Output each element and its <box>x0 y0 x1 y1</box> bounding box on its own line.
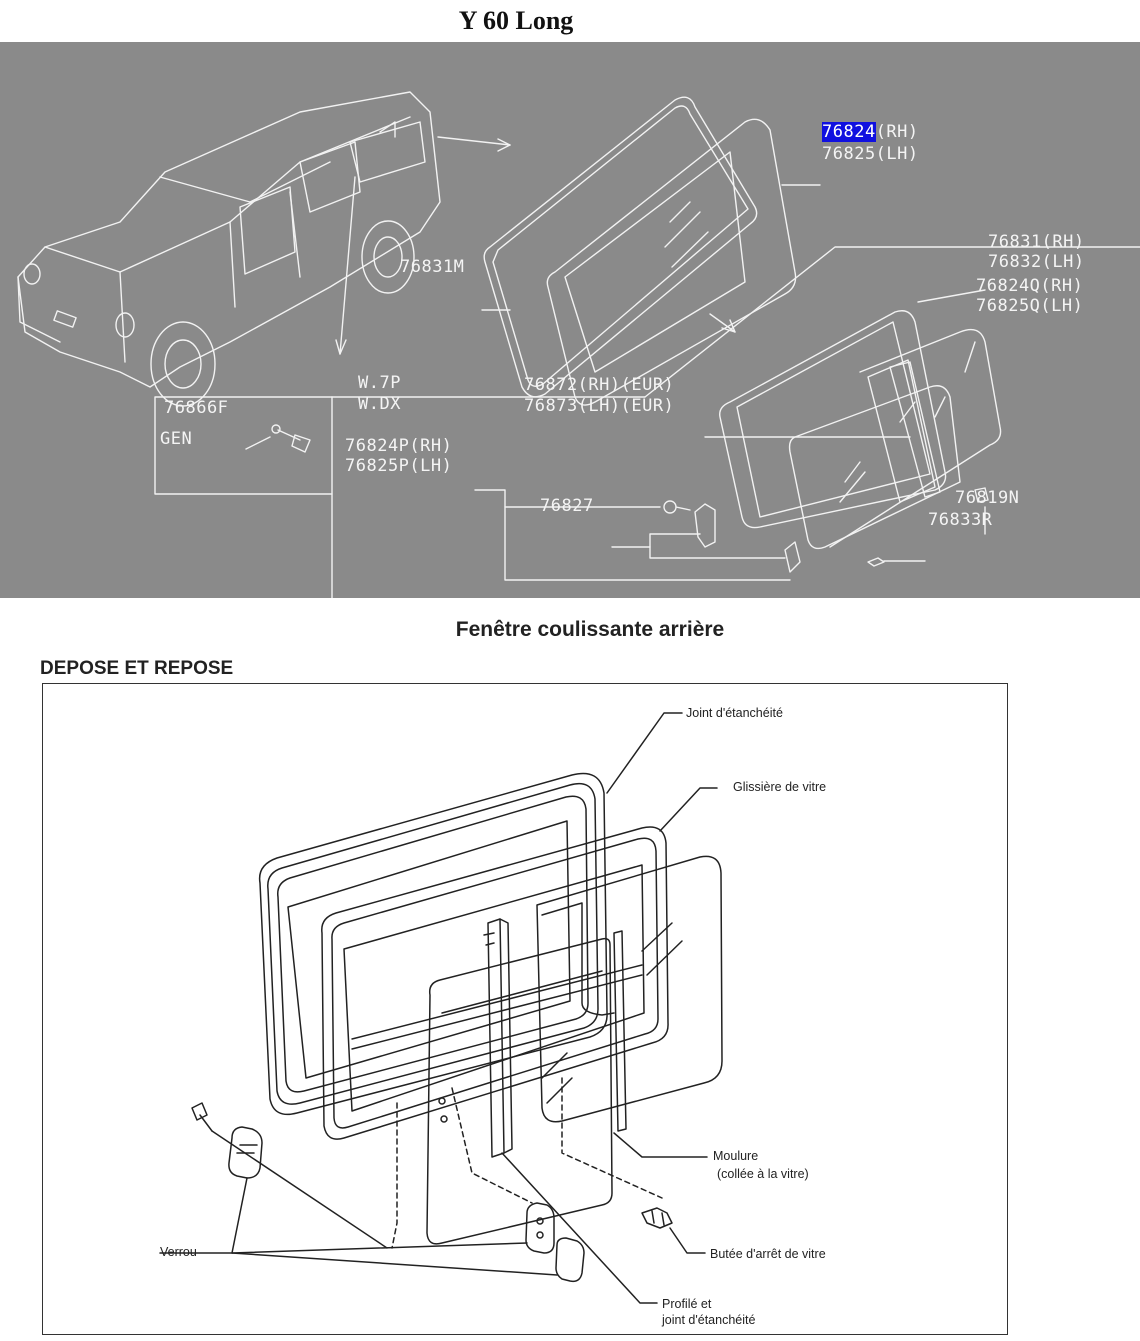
fixed-window-assembly <box>483 96 797 406</box>
callout-76831-rh[interactable]: 76831(RH) <box>988 232 1085 252</box>
fixed-glass-pane <box>536 855 723 1123</box>
sliding-glass-pane <box>426 937 613 1245</box>
callout-76872-rh-eur[interactable]: 76872(RH)(EUR) <box>524 375 675 395</box>
callout-76825q-lh[interactable]: 76825Q(LH) <box>976 296 1084 316</box>
label-stopper: Butée d'arrêt de vitre <box>710 1247 826 1261</box>
label-moulding-note: (collée à la vitre) <box>717 1167 809 1181</box>
callout-76819n[interactable]: 76819N <box>955 488 1020 508</box>
center-profile <box>483 918 627 1158</box>
callout-76824-rh[interactable]: 76824(RH) <box>822 122 919 142</box>
leader-lock-1 <box>159 1177 248 1254</box>
callout-76873-lh-eur[interactable]: 76873(LH)(EUR) <box>524 396 675 416</box>
lock-hardware <box>663 487 989 573</box>
callout-76833r[interactable]: 76833R <box>928 510 993 530</box>
arrow-to-inset <box>339 176 356 355</box>
callout-76831m[interactable]: 76831M <box>400 257 465 277</box>
inset-gen-label: GEN <box>160 429 193 449</box>
glass-run-frame <box>321 826 669 1140</box>
parts-exploded-diagram <box>17 91 1140 598</box>
label-moulding: Moulure <box>713 1149 759 1163</box>
callout-76824q-rh[interactable]: 76824Q(RH) <box>976 276 1084 296</box>
label-profile-seal: joint d'étanchéité <box>662 1313 756 1327</box>
callout-76832-lh[interactable]: 76832(LH) <box>988 252 1085 272</box>
label-lock: Verrou <box>160 1245 197 1259</box>
model-wdx: W.DX <box>358 394 401 414</box>
lock-parts <box>191 1102 585 1283</box>
callout-76825-lh[interactable]: 76825(LH) <box>822 144 919 164</box>
leader-seal <box>606 712 683 794</box>
callout-76825p-lh[interactable]: 76825P(LH) <box>345 456 453 476</box>
leader-stopper <box>669 1227 706 1254</box>
parts-catalog-panel <box>0 42 1140 598</box>
vehicle-drawing <box>17 91 441 407</box>
label-seal: Joint d'étanchéité <box>686 706 783 720</box>
callout-76827[interactable]: 76827 <box>540 496 594 516</box>
leader-glass-run <box>659 787 718 832</box>
leader-profile <box>501 1152 658 1304</box>
procedure-figure-frame <box>42 683 1008 1335</box>
stopper-part <box>641 1207 673 1229</box>
procedure-title: DEPOSE ET REPOSE <box>40 658 234 679</box>
page-title: Y 60 Long <box>458 6 574 35</box>
model-w7p: W.7P <box>358 373 401 393</box>
section-title: Fenêtre coulissante arrière <box>455 618 725 641</box>
label-profile: Profilé et <box>662 1297 712 1311</box>
callout-76866f[interactable]: 76866F <box>164 398 229 418</box>
leader-moulding <box>613 1132 708 1158</box>
callout-76824p-rh[interactable]: 76824P(RH) <box>345 436 453 456</box>
inset-part-clip <box>245 424 311 453</box>
seal-frame <box>258 772 608 1116</box>
window-exploded-illustration <box>159 712 723 1304</box>
arrow-to-glass <box>437 136 511 146</box>
label-glass-run: Glissière de vitre <box>733 780 827 794</box>
sliding-window-assembly <box>719 310 1002 550</box>
